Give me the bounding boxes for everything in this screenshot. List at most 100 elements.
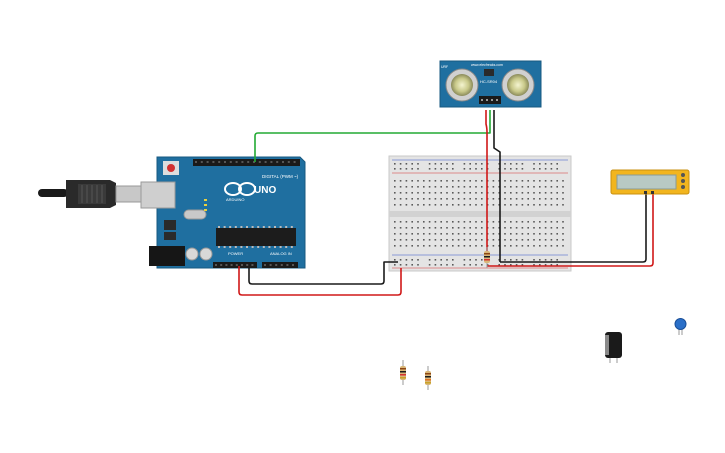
terminal-hole <box>394 180 396 182</box>
terminal-hole <box>457 186 460 188</box>
terminal-hole <box>515 245 518 247</box>
rail-hole <box>428 259 431 261</box>
rail-hole <box>544 163 547 165</box>
terminal-hole <box>469 180 471 182</box>
arduino-uno-board[interactable]: DIGITAL (PWM ~) UNO ARDUINO POWER ANALOG… <box>140 156 306 269</box>
sensor-vcc-wire[interactable] <box>485 110 488 256</box>
power-header[interactable] <box>213 262 257 268</box>
terminal-hole <box>417 186 419 188</box>
lcd-screen <box>616 174 677 190</box>
lcd-pot-2[interactable] <box>681 179 685 183</box>
rail-hole <box>452 168 454 170</box>
rail-hole <box>394 163 396 165</box>
lcd-pot-1[interactable] <box>681 173 685 177</box>
lcd-vcc-wire[interactable] <box>487 193 654 267</box>
rail-hole <box>481 168 483 170</box>
chip-pin <box>262 226 265 228</box>
terminal-hole <box>399 227 402 229</box>
chip-pin <box>229 246 232 248</box>
lcd-display[interactable] <box>610 169 690 195</box>
terminal-hole <box>434 245 437 247</box>
signal-wire[interactable] <box>254 110 491 162</box>
terminal-hole <box>423 192 425 194</box>
atmega-chip-pins <box>218 226 293 248</box>
terminal-hole <box>556 192 558 194</box>
reset-button-cap <box>167 164 175 172</box>
terminal-hole <box>533 227 535 229</box>
small-ic <box>164 232 176 240</box>
resistor-1-band-2 <box>400 371 406 373</box>
terminal-hole <box>515 221 518 223</box>
chip-pin <box>257 226 260 228</box>
terminal-hole <box>452 180 454 182</box>
sensor-header[interactable] <box>479 96 501 104</box>
rail-hole <box>521 259 524 261</box>
terminal-hole <box>446 180 448 182</box>
terminal-hole <box>510 198 512 200</box>
rail-hole <box>510 259 512 261</box>
terminal-hole <box>492 192 495 194</box>
digital-pin <box>264 161 267 163</box>
rail-hole <box>446 264 448 266</box>
digital-pin <box>200 161 203 163</box>
arduino-gnd-wire[interactable] <box>248 261 398 285</box>
rail-hole <box>475 168 477 170</box>
terminal-hole <box>527 204 529 206</box>
analog-header[interactable] <box>262 262 298 268</box>
rail-hole <box>504 163 506 165</box>
terminal-hole <box>463 192 466 194</box>
atmega-chip <box>216 228 296 246</box>
led-l <box>204 199 207 201</box>
terminal-hole <box>452 233 454 235</box>
rail-hole <box>515 163 518 165</box>
resistor-2[interactable] <box>425 366 431 390</box>
terminal-hole <box>515 192 518 194</box>
terminal-hole <box>556 245 558 247</box>
terminal-hole <box>475 180 477 182</box>
terminal-hole <box>562 180 564 182</box>
chip-pin <box>285 226 288 228</box>
breadboard[interactable] <box>388 155 572 272</box>
terminal-hole <box>463 221 466 223</box>
terminal-hole <box>556 186 558 188</box>
lcd-gnd-wire[interactable] <box>500 193 647 263</box>
rail-hole <box>399 259 402 261</box>
terminal-hole <box>452 204 454 206</box>
terminal-hole <box>440 204 442 206</box>
rail-hole <box>556 264 558 266</box>
rail-hole <box>481 259 483 261</box>
sensor-pins <box>481 99 498 101</box>
arduino-5v-wire[interactable] <box>238 266 402 296</box>
digital-header[interactable] <box>193 159 300 166</box>
terminal-hole <box>440 192 442 194</box>
sensor-gnd-wire[interactable] <box>493 110 501 262</box>
terminal-hole <box>481 192 483 194</box>
terminal-hole <box>475 233 477 235</box>
sensor-label: HC-SR04 <box>480 79 498 84</box>
ceramic-capacitor[interactable] <box>674 318 687 336</box>
usb-cable[interactable] <box>38 180 143 208</box>
terminal-hole <box>481 233 483 235</box>
rail-hole <box>463 168 466 170</box>
electrolytic-capacitor-stripe <box>605 335 609 355</box>
crystal-oscillator <box>183 209 207 220</box>
electrolytic-capacitor[interactable] <box>605 332 622 363</box>
rail-hole <box>544 259 547 261</box>
lcd-pot-3[interactable] <box>681 185 685 189</box>
ultrasonic-sensor[interactable]: URF www.elecfreaks.com HC-SR04 <box>439 60 542 108</box>
terminal-hole <box>405 180 408 182</box>
terminal-hole <box>452 186 454 188</box>
wires[interactable] <box>238 110 654 296</box>
terminal-hole <box>539 198 541 200</box>
resistor-1[interactable] <box>400 360 406 385</box>
terminal-hole <box>550 221 553 223</box>
terminal-hole <box>452 227 454 229</box>
terminal-hole <box>417 192 419 194</box>
terminal-hole <box>446 221 448 223</box>
terminal-hole <box>504 204 506 206</box>
voltage-regulator <box>164 220 176 230</box>
terminal-hole <box>527 233 529 235</box>
breadboard-resistor[interactable] <box>484 247 490 268</box>
terminal-hole <box>515 198 518 200</box>
